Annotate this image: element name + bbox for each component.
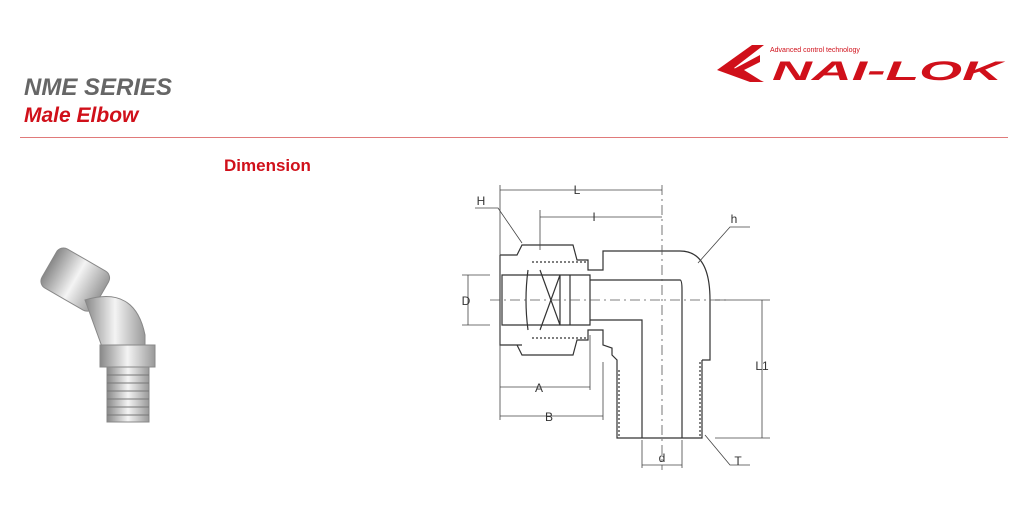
- logo-tagline: Advanced control technology: [770, 47, 860, 54]
- label-D: D: [462, 294, 471, 308]
- label-T: T: [734, 454, 742, 468]
- divider: [20, 137, 1008, 138]
- dimension-heading: Dimension: [224, 156, 311, 175]
- label-L1: L1: [755, 359, 769, 373]
- label-d: d: [659, 451, 666, 465]
- product-subtitle: Male Elbow: [24, 104, 139, 127]
- label-L: L: [574, 183, 581, 197]
- label-I: I: [592, 210, 595, 224]
- male-elbow-photo: [40, 247, 156, 423]
- series-title: NME SERIES: [24, 74, 173, 101]
- label-B: B: [545, 410, 553, 424]
- nai-lok-logo: NAI-LOK: [717, 45, 1007, 85]
- label-A: A: [535, 381, 543, 395]
- svg-text:NAI-LOK: NAI-LOK: [772, 56, 1007, 85]
- label-h: h: [731, 212, 738, 226]
- dimension-drawing: L I H h D L1 A B d T: [462, 183, 770, 470]
- label-H: H: [477, 194, 486, 208]
